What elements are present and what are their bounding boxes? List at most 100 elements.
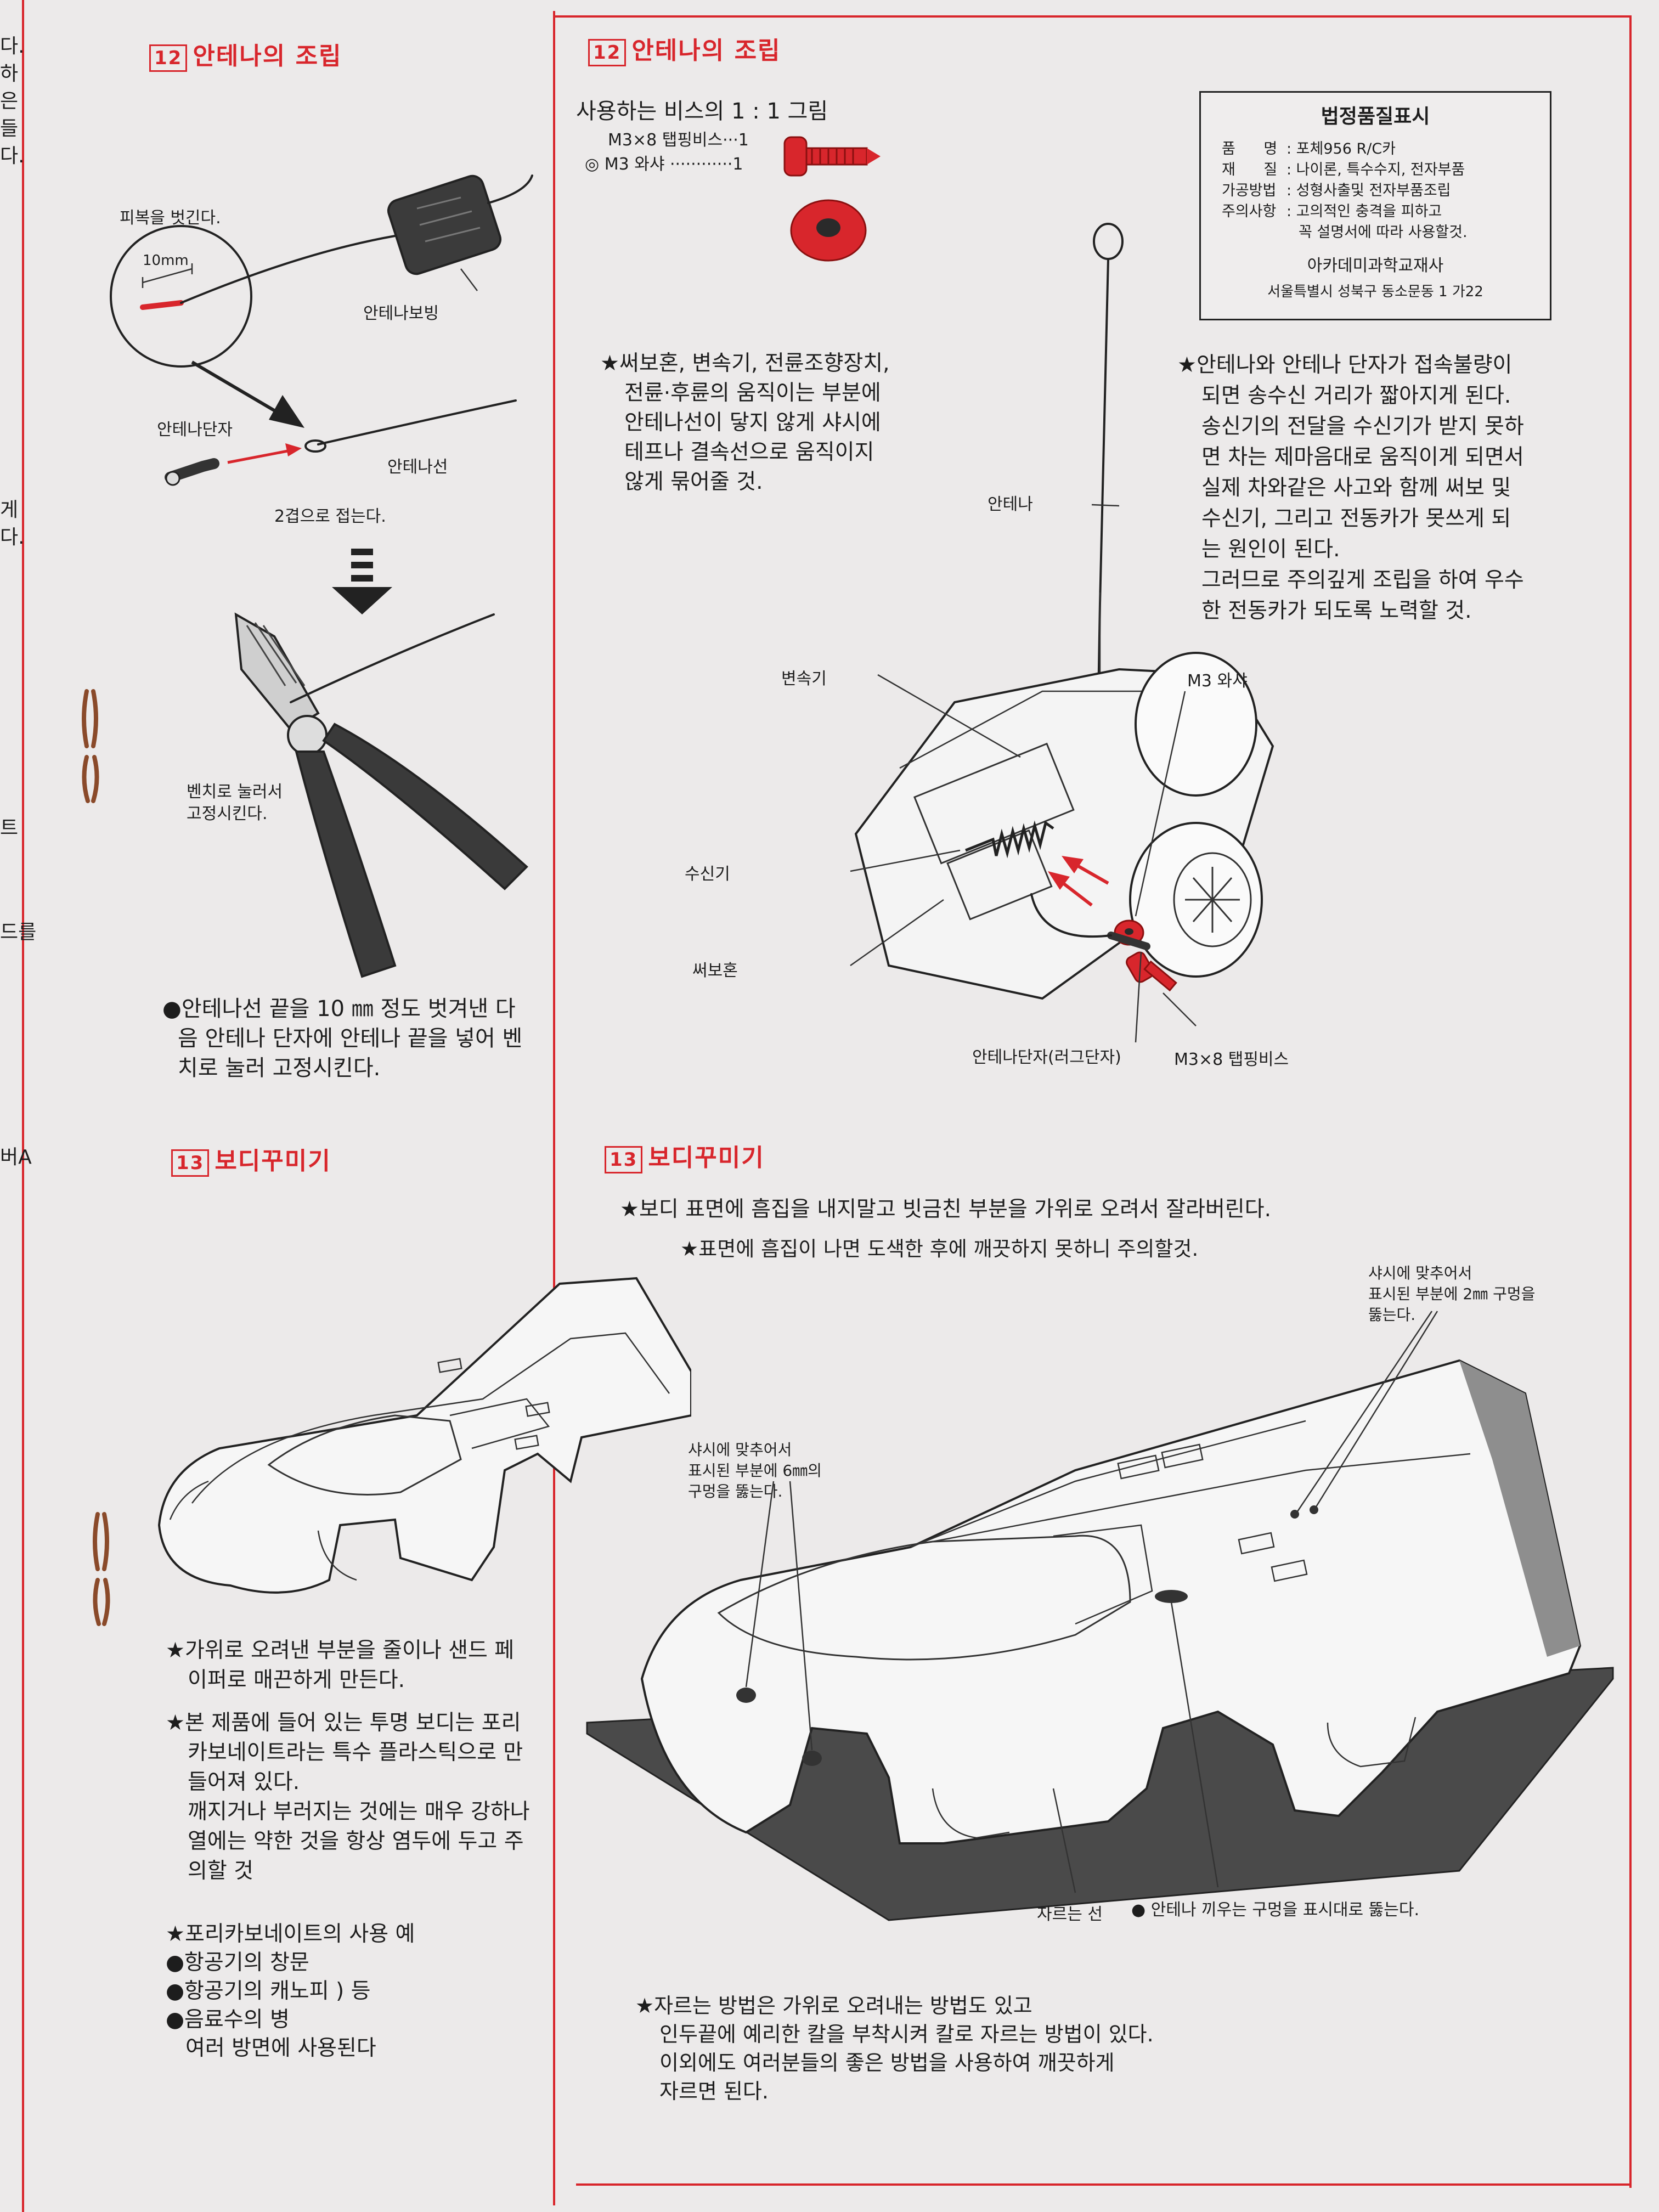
quality-value: : 나이론, 특수수지, 전자부품 [1286, 161, 1465, 178]
warn-line: 수신기, 그리고 전동카가 못쓰게 되 [1201, 506, 1511, 531]
section-title-text: 안테나의 조립 [631, 37, 781, 65]
screw-item-2: ◎ M3 와샤 ············1 [585, 155, 743, 174]
uses-item: ●항공기의 창문 [166, 1950, 309, 1975]
warn-line: 안테나선이 닿지 않게 샤시에 [624, 410, 881, 435]
note-line: 의할 것 [188, 1859, 254, 1883]
car-body-small-illustration [157, 1277, 691, 1594]
note-line: 음 안테나 단자에 안테나 끝을 넣어 벤 [178, 1026, 523, 1051]
note-line: 이퍼로 매끈하게 만든다. [188, 1668, 405, 1692]
section-number: 12 [588, 39, 627, 66]
warn-line: 테프나 결속선으로 움직이지 [624, 440, 874, 465]
quality-value: : 성형사출및 전자부품조립 [1286, 182, 1451, 199]
right-rule [1629, 15, 1632, 2188]
label-lug-terminal: 안테나단자(러그단자) [972, 1048, 1121, 1067]
warn-line: 면 차는 제마음대로 움직이게 되면서 [1201, 445, 1524, 470]
edge-char: 다. [0, 526, 25, 549]
bottom-rule [576, 2183, 1632, 2186]
screw-and-washer-icon [783, 136, 881, 262]
body-note-sanding: ★가위로 오려낸 부분을 줄이나 샌드 페 이퍼로 매끈하게 만든다. [166, 1636, 514, 1695]
edge-char: 은 [0, 90, 19, 112]
edge-char: 다. [0, 35, 25, 58]
quality-key: 가공방법 [1222, 182, 1277, 199]
staple-top [82, 689, 99, 803]
body-cut-note: ★자르는 방법은 가위로 오려내는 방법도 있고 인두끝에 예리한 칼을 부착시… [635, 1991, 1154, 2106]
label-hole-2mm: 샤시에 맞추어서 표시된 부분에 2㎜ 구멍을 뚫는다. [1368, 1263, 1535, 1325]
warn-line: 그러므로 주의깊게 조립을 하여 우수 [1201, 568, 1524, 592]
warn-line: 는 원인이 된다. [1201, 537, 1340, 562]
uses-tail: 여러 방면에 사용된다 [185, 2036, 376, 2061]
label-line: 표시된 부분에 2㎜ 구멍을 [1368, 1285, 1536, 1303]
quality-label-box: 법정품질표시 품 명: 포체956 R/C카 재 질: 나이론, 특수수지, 전… [1199, 91, 1551, 320]
antenna-left-note: ●안테나선 끝을 10 ㎜ 정도 벗겨낸 다 음 안테나 단자에 안테나 끝을 … [162, 994, 522, 1083]
warn-line: 되면 송수신 거리가 짧아지게 된다. [1201, 383, 1511, 408]
note-line: ★가위로 오려낸 부분을 줄이나 샌드 페 [166, 1638, 515, 1663]
left-margin-rule [22, 0, 24, 2212]
note-line: ★자르는 방법은 가위로 오려내는 방법도 있고 [635, 1994, 1032, 2018]
polycarbonate-uses: ★포리카보네이트의 사용 예 ●항공기의 창문 ●항공기의 캐노피 ) 등 ●음… [166, 1920, 415, 2063]
quality-address: 서울특별시 성북구 동소문동 1 가22 [1267, 284, 1483, 300]
edge-char: 트 [0, 817, 19, 839]
warn-line: 않게 묶어줄 것. [624, 470, 763, 494]
label-cut-line: 자르는 선 [1037, 1905, 1103, 1924]
label-line: 샤시에 맞추어서 [688, 1441, 792, 1459]
warn-line: 전륜·후륜의 움직이는 부분에 [624, 381, 881, 405]
antenna-warning-right: ★안테나와 안테나 단자가 접속불량이 되면 송수신 거리가 짧아지게 된다. … [1177, 350, 1524, 627]
quality-key: 주의사항 [1222, 203, 1277, 220]
quality-value: : 포체956 R/C카 [1286, 140, 1396, 157]
section-number: 12 [149, 44, 188, 72]
edge-char: 하 [0, 63, 19, 85]
edge-char: 버A [0, 1146, 32, 1169]
edge-char: 다. [0, 145, 25, 167]
section-title-text: 안테나의 조립 [193, 42, 342, 70]
quality-key: 재 질 [1222, 161, 1278, 178]
car-body-large-illustration [586, 1311, 1614, 1921]
note-line: 인두끝에 예리한 칼을 부착시켜 칼로 자르는 방법이 있다. [659, 2022, 1154, 2046]
label-line: 표시된 부분에 6㎜의 [688, 1462, 822, 1480]
label-pliers-line: 고정시킨다. [187, 804, 268, 823]
label-receiver: 수신기 [685, 865, 730, 884]
body-warning-2: ★표면에 흠집이 나면 도색한 후에 깨끗하지 못하니 주의할것. [680, 1237, 1199, 1261]
label-line: 구멍을 뚫는다. [688, 1482, 783, 1500]
note-line: 깨지거나 부러지는 것에는 매우 강하나 [188, 1799, 530, 1824]
quality-company: 아카데미과학교재사 [1307, 256, 1444, 275]
note-line: 들어져 있다. [188, 1770, 300, 1795]
uses-brace: ) 등 [336, 1979, 371, 2004]
note-line: 이외에도 여러분들의 좋은 방법을 사용하여 깨끗하게 [659, 2051, 1115, 2075]
warn-line: 한 전동카가 되도록 노력할 것. [1201, 599, 1472, 623]
antenna-strip-illustration [110, 174, 533, 978]
label-strip-insulation: 피복을 벗긴다. [120, 208, 221, 228]
label-antenna-spool: 안테나보빙 [363, 304, 439, 323]
label-transmission: 변속기 [781, 669, 827, 689]
top-rule [553, 15, 1632, 18]
uses-item: ●항공기의 캐노피 ) 등 [166, 1977, 415, 2006]
label-antenna-hole: ● 안테나 끼우는 구멍을 표시대로 뚫는다. [1131, 1900, 1419, 1920]
label-m3-washer: M3 와샤 [1187, 672, 1248, 691]
section-number: 13 [605, 1146, 643, 1173]
warn-line: ★써보혼, 변속기, 전륜조향장치, [600, 351, 890, 376]
body-warning-1: ★보디 표면에 흠집을 내지말고 빗금친 부분을 가위로 오려서 잘라버린다. [620, 1197, 1272, 1222]
quality-row: 재 질 : 나이론, 특수수지, 전자부품 [1222, 160, 1550, 180]
label-line: 뚫는다. [1368, 1306, 1416, 1324]
chassis-antenna-illustration [850, 223, 1274, 1043]
uses-title: ★포리카보네이트의 사용 예 [166, 1922, 415, 1946]
edge-char: 게 [0, 499, 19, 521]
label-fold-twice: 2겹으로 접는다. [274, 507, 386, 526]
uses-item-text: ●항공기의 캐노피 [166, 1979, 329, 2004]
label-antenna-terminal: 안테나단자 [157, 420, 233, 439]
label-servo-horn: 써보혼 [692, 961, 738, 980]
screw-item-1: M3×8 탭핑비스···1 [608, 131, 749, 150]
label-pliers: 벤치로 눌러서 고정시킨다. [187, 781, 283, 825]
label-hole-6mm: 샤시에 맞추어서 표시된 부분에 6㎜의 구멍을 뚫는다. [688, 1440, 822, 1502]
edge-char: 드를 [0, 921, 37, 944]
label-10mm: 10mm [143, 252, 189, 269]
note-line: ●안테나선 끝을 10 ㎜ 정도 벗겨낸 다 [162, 996, 516, 1022]
warn-line: 송신기의 전달을 수신기가 받지 못하 [1201, 414, 1524, 439]
edge-char: 들 [0, 117, 19, 140]
quality-value: 꼭 설명서에 따라 사용할것. [1299, 224, 1468, 241]
quality-value: : 고의적인 충격을 피하고 [1286, 203, 1442, 220]
staple-bottom [93, 1512, 110, 1626]
